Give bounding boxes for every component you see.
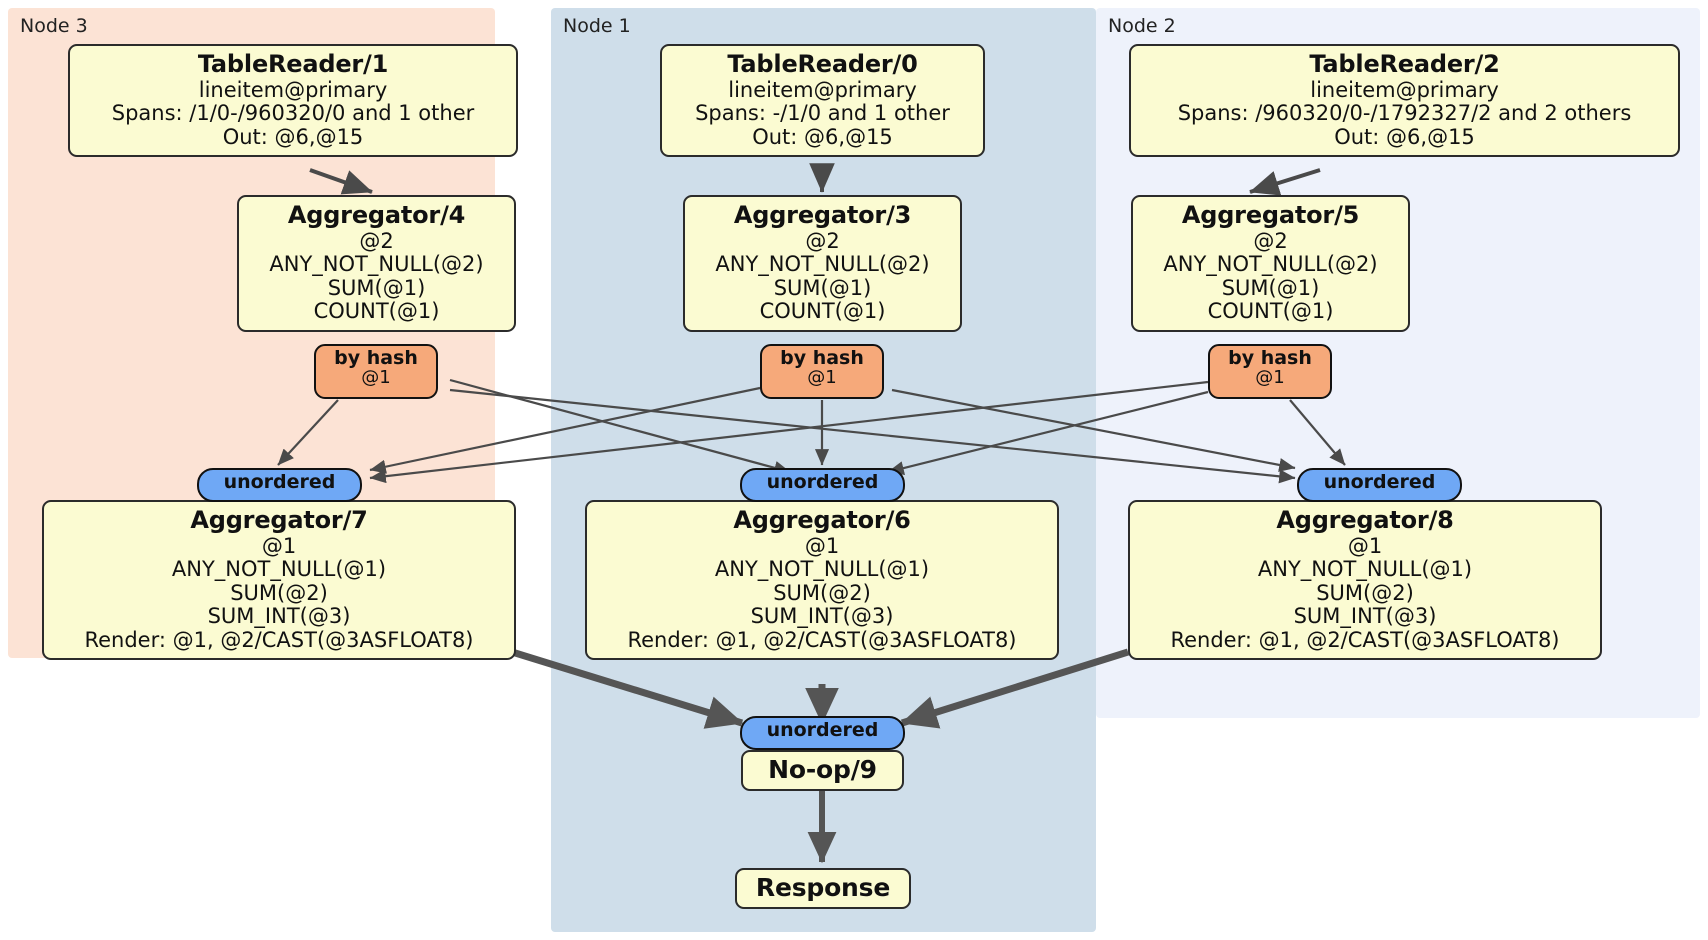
badge-unordered-left[interactable]: unordered [197, 468, 362, 502]
processor-line: COUNT(@1) [1207, 299, 1334, 324]
processor-aggregator-3[interactable]: Aggregator/3 @2 ANY_NOT_NULL(@2) SUM(@1)… [683, 195, 962, 332]
processor-line: Spans: -/1/0 and 1 other [695, 101, 950, 126]
processor-aggregator-8[interactable]: Aggregator/8 @1 ANY_NOT_NULL(@1) SUM(@2)… [1128, 500, 1602, 661]
processor-line: Out: @6,@15 [222, 124, 364, 149]
processor-aggregator-5[interactable]: Aggregator/5 @2 ANY_NOT_NULL(@2) SUM(@1)… [1131, 195, 1410, 332]
processor-line: COUNT(@1) [313, 299, 440, 324]
badge-label: unordered [766, 719, 879, 741]
processor-title: Aggregator/3 [733, 201, 912, 229]
processor-line: COUNT(@1) [759, 299, 886, 324]
processor-table-reader-2[interactable]: TableReader/2 lineitem@primary Spans: /9… [1129, 44, 1680, 158]
processor-line: Render: @1, @2/CAST(@3ASFLOAT8) [84, 627, 474, 652]
badge-unordered-final[interactable]: unordered [740, 716, 905, 750]
badge-label: by hash [1228, 347, 1312, 369]
processor-line: ANY_NOT_NULL(@1) [1257, 557, 1473, 582]
badge-unordered-center[interactable]: unordered [740, 468, 905, 502]
badge-by-hash-left[interactable]: by hash @1 [314, 344, 438, 399]
processor-line: @2 [805, 228, 840, 253]
processor-title: No-op/9 [768, 755, 877, 784]
processor-line: SUM(@1) [1221, 275, 1320, 300]
processor-line: SUM(@2) [1316, 580, 1414, 605]
badge-label: by hash [334, 347, 418, 369]
processor-title: Aggregator/4 [287, 201, 466, 229]
node-panel-label-node2: Node 2 [1108, 15, 1176, 37]
processor-line: @1 [261, 533, 297, 558]
badge-unordered-right[interactable]: unordered [1297, 468, 1462, 502]
processor-line: @1 [1347, 533, 1383, 558]
processor-line: @2 [1253, 228, 1288, 253]
processor-line: Out: @6,@15 [752, 124, 893, 149]
processor-line: ANY_NOT_NULL(@2) [269, 252, 484, 277]
node-panel-label-node3: Node 3 [20, 15, 88, 37]
processor-line: lineitem@primary [1310, 77, 1499, 102]
processor-line: SUM(@2) [230, 580, 328, 605]
processor-line: ANY_NOT_NULL(@1) [171, 557, 387, 582]
processor-title: Aggregator/6 [733, 506, 911, 534]
processor-line: ANY_NOT_NULL(@2) [1163, 252, 1378, 277]
processor-title: TableReader/0 [727, 50, 918, 78]
processor-title: Aggregator/7 [190, 506, 368, 534]
badge-label: unordered [1323, 471, 1436, 493]
processor-line: ANY_NOT_NULL(@1) [714, 557, 930, 582]
processor-title: Aggregator/5 [1181, 201, 1360, 229]
processor-line: Render: @1, @2/CAST(@3ASFLOAT8) [1170, 627, 1560, 652]
processor-noop-9[interactable]: No-op/9 [741, 750, 904, 791]
badge-by-hash-right[interactable]: by hash @1 [1208, 344, 1332, 399]
processor-aggregator-7[interactable]: Aggregator/7 @1 ANY_NOT_NULL(@1) SUM(@2)… [42, 500, 516, 661]
processor-aggregator-4[interactable]: Aggregator/4 @2 ANY_NOT_NULL(@2) SUM(@1)… [237, 195, 516, 332]
processor-aggregator-6[interactable]: Aggregator/6 @1 ANY_NOT_NULL(@1) SUM(@2)… [585, 500, 1059, 661]
processor-title: TableReader/2 [1309, 50, 1500, 78]
processor-line: lineitem@primary [198, 77, 388, 102]
badge-label: unordered [766, 471, 879, 493]
processor-table-reader-0[interactable]: TableReader/0 lineitem@primary Spans: -/… [660, 44, 985, 158]
processor-response[interactable]: Response [735, 868, 911, 909]
processor-line: Out: @6,@15 [1334, 124, 1475, 149]
badge-sublabel: @1 [361, 366, 391, 388]
processor-line: lineitem@primary [728, 77, 917, 102]
processor-line: SUM(@2) [773, 580, 871, 605]
badge-label: by hash [780, 347, 864, 369]
node-panel-label-node1: Node 1 [563, 15, 631, 37]
processor-line: Render: @1, @2/CAST(@3ASFLOAT8) [627, 627, 1017, 652]
processor-table-reader-1[interactable]: TableReader/1 lineitem@primary Spans: /1… [68, 44, 518, 158]
processor-line: ANY_NOT_NULL(@2) [715, 252, 930, 277]
processor-line: SUM_INT(@3) [1293, 604, 1437, 629]
processor-line: Spans: /1/0-/960320/0 and 1 other [111, 101, 475, 126]
processor-line: SUM_INT(@3) [750, 604, 894, 629]
processor-title: Response [755, 873, 891, 902]
processor-line: @1 [804, 533, 840, 558]
processor-title: TableReader/1 [197, 50, 389, 78]
badge-sublabel: @1 [1255, 366, 1285, 388]
processor-line: Spans: /960320/0-/1792327/2 and 2 others [1177, 101, 1632, 126]
processor-line: SUM_INT(@3) [207, 604, 351, 629]
badge-sublabel: @1 [807, 366, 837, 388]
processor-line: SUM(@1) [773, 275, 872, 300]
processor-line: SUM(@1) [327, 275, 426, 300]
badge-by-hash-center[interactable]: by hash @1 [760, 344, 884, 399]
processor-title: Aggregator/8 [1276, 506, 1454, 534]
processor-line: @2 [359, 228, 394, 253]
badge-label: unordered [223, 471, 336, 493]
